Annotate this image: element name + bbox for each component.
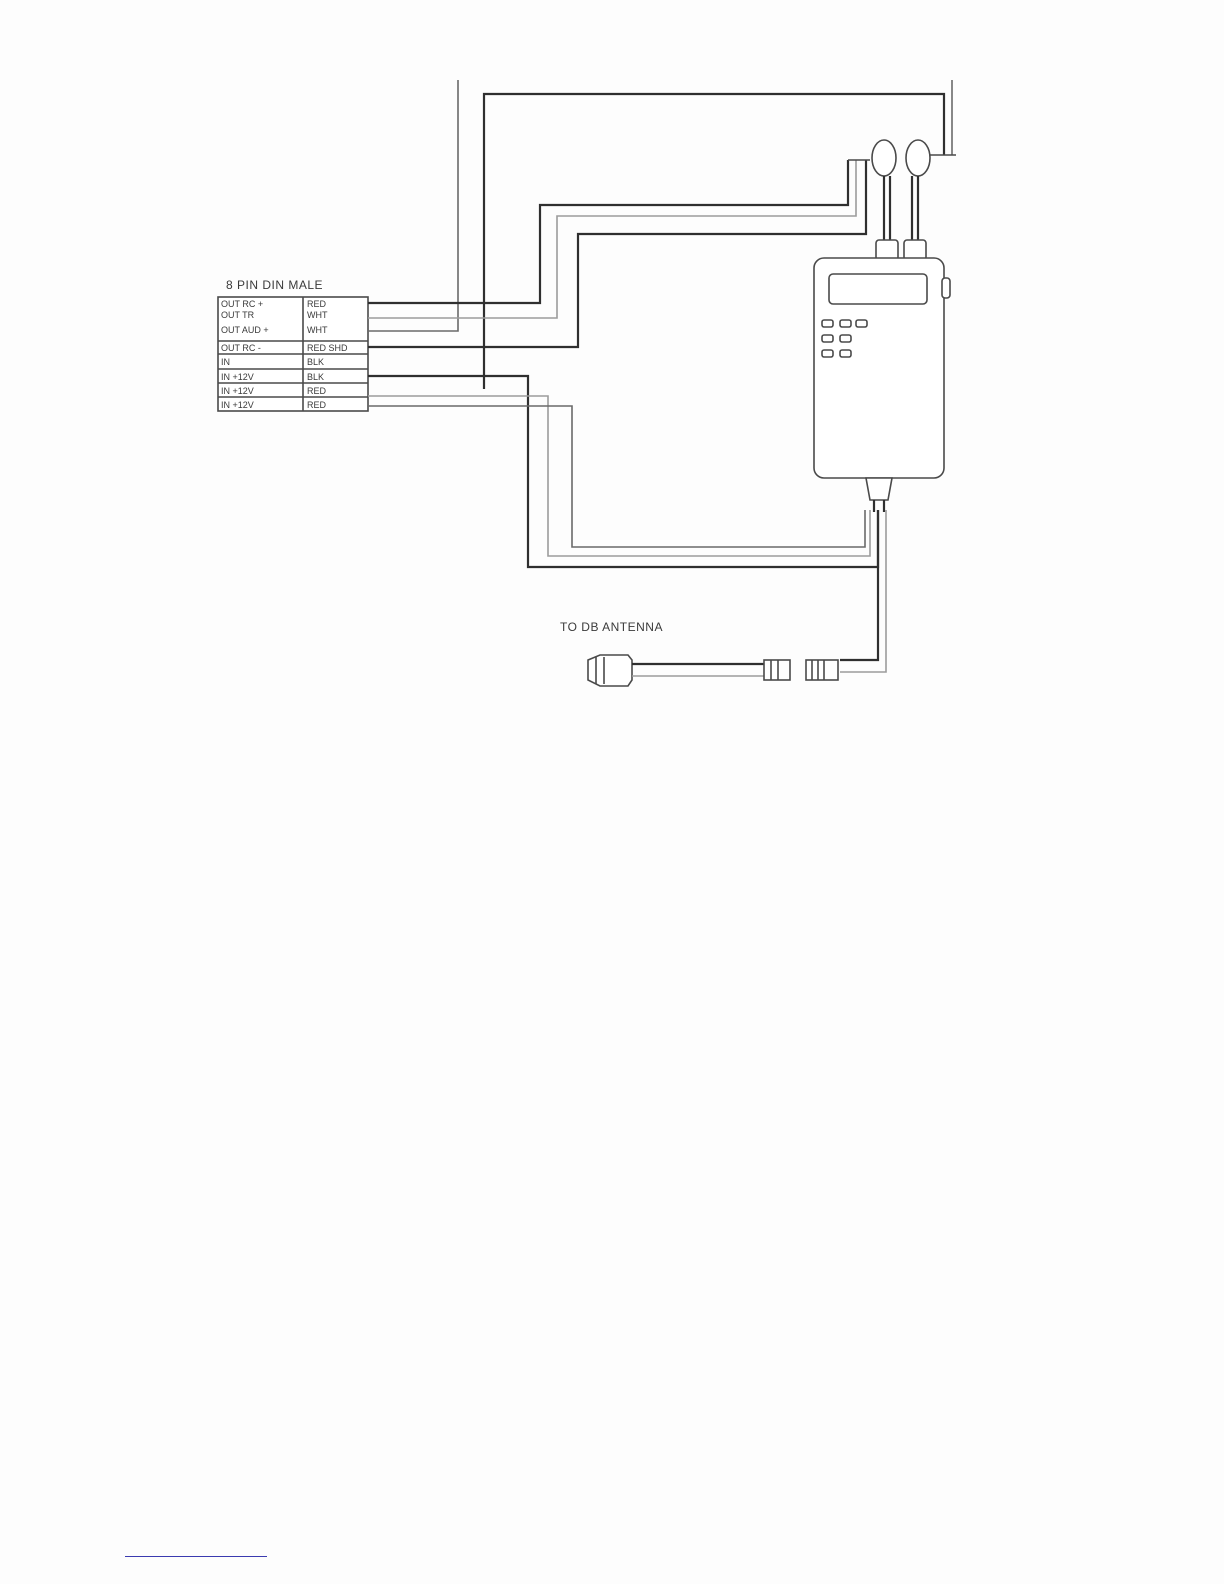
- cable-connector: [806, 660, 838, 680]
- pin-8-color: RED: [307, 400, 327, 410]
- pin-3-color: WHT: [307, 325, 328, 335]
- unit-body: [814, 258, 944, 478]
- connector-title: 8 PIN DIN MALE: [226, 278, 323, 292]
- unit-cable-boot: [866, 478, 892, 500]
- plug-left: [872, 140, 896, 176]
- pin-1-function: OUT RC +: [221, 299, 263, 309]
- wire-pin-1: [368, 160, 848, 303]
- antenna-cable: TO DB ANTENNA: [560, 510, 886, 686]
- pin-1-color: RED: [307, 299, 327, 309]
- plug-boot-right: [904, 240, 926, 260]
- plug-right: [906, 140, 930, 176]
- pin-4-color: RED SHD: [307, 343, 348, 353]
- pin-8-function: IN +12V: [221, 400, 254, 410]
- footer-rule: [125, 1556, 267, 1557]
- wire-pin-8: [368, 406, 865, 547]
- pin-2-function: OUT TR: [221, 310, 255, 320]
- wire-pin-4: [368, 160, 866, 347]
- pin-6-function: IN +12V: [221, 372, 254, 382]
- pin-4-function: OUT RC -: [221, 343, 261, 353]
- pin-2-color: WHT: [307, 310, 328, 320]
- pin-7-color: RED: [307, 386, 327, 396]
- pin-5-color: BLK: [307, 357, 324, 367]
- top-plugs: [848, 140, 956, 260]
- unit-side-knob: [942, 278, 950, 298]
- plug-boot-left: [876, 240, 898, 260]
- receiver-unit: [814, 258, 950, 512]
- antenna-plug: [588, 655, 632, 686]
- pin-3-function: OUT AUD +: [221, 325, 269, 335]
- pin-6-color: BLK: [307, 372, 324, 382]
- din-connector: 8 PIN DIN MALE OUT RC + RED OUT TR WHT O…: [218, 278, 368, 411]
- wire-pin-3: [368, 80, 458, 331]
- inline-coupler: [764, 660, 790, 680]
- wire-pin-2: [368, 160, 856, 318]
- wire-pin-7b: [368, 396, 870, 556]
- pin-7-function: IN +12V: [221, 386, 254, 396]
- wire-pin-6: [368, 376, 878, 567]
- pin-5-function: IN: [221, 357, 230, 367]
- lower-wiring: [368, 376, 878, 567]
- antenna-label: TO DB ANTENNA: [560, 620, 663, 634]
